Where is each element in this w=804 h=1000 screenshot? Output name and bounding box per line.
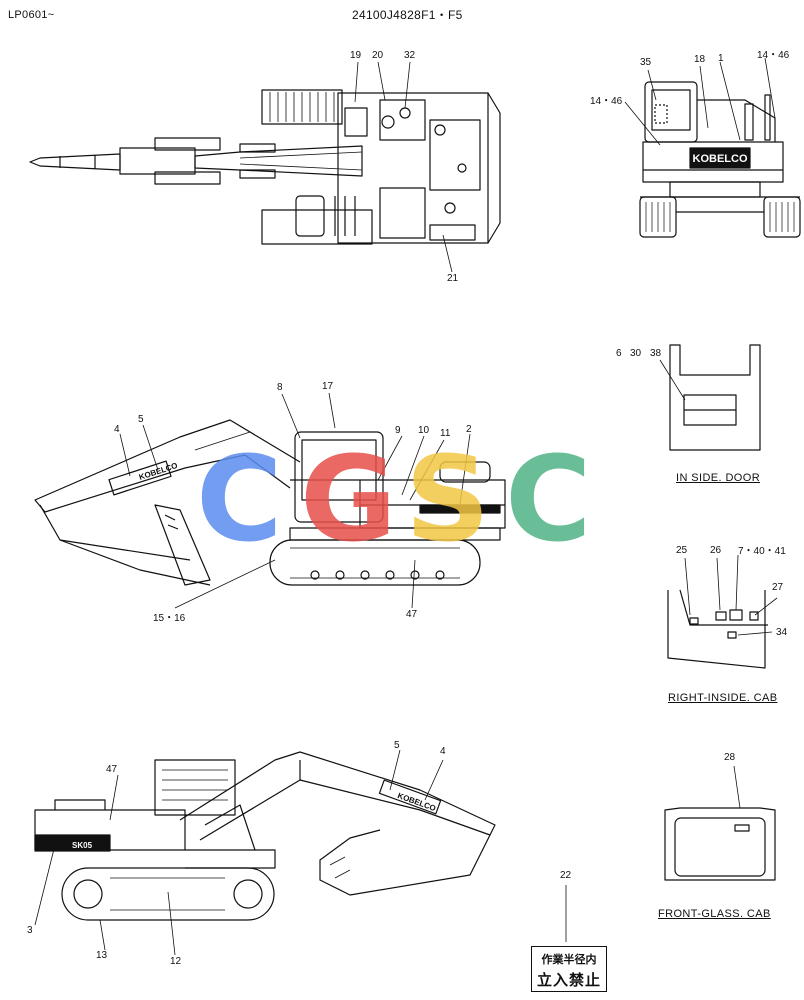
callout-left-47: 47	[106, 764, 118, 775]
watermark-letter-2: G	[300, 430, 397, 568]
caption-front-glass-cab: FRONT-GLASS. CAB	[658, 908, 771, 920]
inside-door-drawing	[669, 344, 761, 451]
callout-left-5: 5	[394, 740, 400, 751]
callout-cab-7-40-41: 7・40・41	[738, 546, 786, 557]
callout-door-6: 6	[616, 348, 622, 359]
warning-sign-line-2: 立入禁止	[536, 971, 601, 989]
callout-door-30: 30	[630, 348, 642, 359]
warning-sign-line-1: 作業半径内	[541, 953, 597, 966]
callout-side-17: 17	[322, 381, 334, 392]
callout-cab-27: 27	[772, 582, 784, 593]
watermark-letter-4: C	[505, 430, 592, 568]
callout-side-8: 8	[277, 382, 283, 393]
callout-side-11: 11	[440, 428, 451, 439]
callout-left-13: 13	[96, 950, 108, 961]
callout-side-10: 10	[418, 425, 430, 436]
callout-left-3: 3	[27, 925, 33, 936]
brand-decal-rear: KOBELCO	[693, 153, 748, 165]
warning-sign: 作業半径内 立入禁止	[531, 946, 607, 992]
callout-top-32: 32	[404, 50, 416, 61]
callout-side-2: 2	[466, 424, 472, 435]
callout-side-5: 5	[138, 414, 144, 425]
model-decal-side-left: SK05	[72, 841, 93, 850]
callout-top-21: 21	[447, 273, 459, 284]
callout-rear-14-46-left: 14・46	[590, 96, 623, 107]
callout-cab-34: 34	[776, 627, 788, 638]
callout-glass-28: 28	[724, 752, 736, 763]
callout-cab-26: 26	[710, 545, 722, 556]
callout-rear-18: 18	[694, 54, 706, 65]
rear-view-drawing	[639, 81, 801, 238]
callout-side-9: 9	[395, 425, 401, 436]
caption-inside-door: IN SIDE. DOOR	[676, 472, 761, 484]
model-decal-side-right: SK05	[460, 507, 478, 514]
callout-left-12: 12	[170, 956, 182, 967]
leader-lines	[34, 57, 778, 956]
callout-side-47: 47	[406, 609, 418, 620]
watermark-letter-1: C	[196, 430, 283, 568]
callout-rear-14-46-right: 14・46	[757, 50, 790, 61]
side-view-right-drawing	[34, 419, 506, 586]
callout-cab-25: 25	[676, 545, 688, 556]
front-glass-cab-drawing	[664, 807, 776, 881]
callout-sign-22: 22	[560, 870, 572, 881]
caption-right-inside-cab: RIGHT-INSIDE. CAB	[668, 692, 778, 704]
watermark-logo: C G S C	[196, 430, 592, 568]
header-left-code: LP0601~	[8, 9, 55, 21]
top-view-drawing	[29, 89, 501, 245]
watermark-letter-3: S	[405, 430, 490, 568]
callout-side-4: 4	[114, 424, 120, 435]
callout-side-15-16: 15・16	[153, 613, 186, 624]
callout-rear-1: 1	[718, 53, 724, 64]
callout-left-4: 4	[440, 746, 446, 757]
callout-top-19: 19	[350, 50, 362, 61]
callout-rear-35: 35	[640, 57, 652, 68]
header-center-code: 24100J4828F1・F5	[352, 8, 463, 22]
side-view-left-drawing	[34, 751, 496, 921]
callout-door-38: 38	[650, 348, 662, 359]
right-inside-cab-drawing	[667, 589, 768, 669]
callout-top-20: 20	[372, 50, 384, 61]
